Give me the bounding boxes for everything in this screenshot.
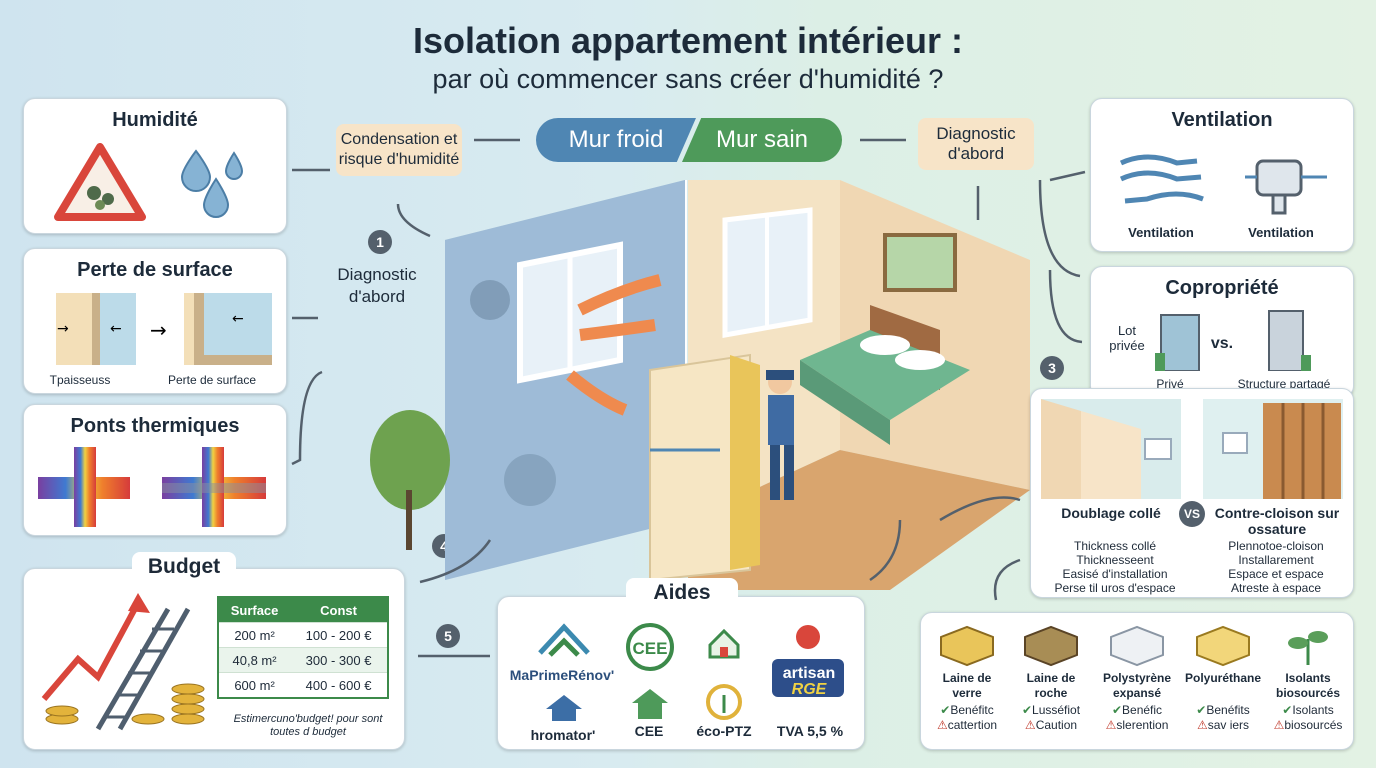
ventilation-title: Ventilation <box>1171 109 1273 131</box>
main-title: Isolation appartement intérieur : <box>412 20 964 61</box>
svg-text:←: ← <box>110 321 122 337</box>
room-illustration <box>370 180 1030 590</box>
ventilation-label-left: Ventilation <box>1128 225 1194 240</box>
list-item: Plennotoe-cloison <box>1228 539 1324 553</box>
material-eps: Polystyrène expansé Benéfic slerention <box>1095 623 1179 733</box>
glass-wool-icon <box>940 625 994 667</box>
leaf-badge-icon <box>706 684 742 720</box>
aid-tva: TVA 5,5 % <box>776 723 844 739</box>
green-house-icon <box>632 689 668 719</box>
step-3: 3 <box>1040 356 1064 380</box>
budget-header-cost: Const <box>290 597 388 623</box>
cee-badge-icon: CEE <box>626 623 674 671</box>
rock-wool-icon <box>1024 625 1078 667</box>
pur-icon <box>1196 625 1250 667</box>
glued-lining-list: Thickness collé Thicknesseent Easisé d'i… <box>1037 539 1193 595</box>
svg-text:CEE: CEE <box>633 639 668 658</box>
material-biosourced: Isolants biosourcés Isolants biosourcés <box>1267 623 1349 733</box>
ventilation-card: Ventilation Ventilation Ventilation <box>1090 98 1354 252</box>
list-item: Atreste à espace <box>1230 581 1322 595</box>
list-item: Thicknesseent <box>1076 553 1154 567</box>
aids-icons: CEE <box>498 597 864 749</box>
svg-text:→: → <box>150 318 167 342</box>
aids-card: CEE MaPrimeRénov' artisan RGE hromator' … <box>497 596 865 750</box>
co-ownership-card: Copropriété Lot privée vs. Privé Structu… <box>1090 266 1354 398</box>
list-item: Easisé d'installation <box>1062 567 1168 581</box>
private-building-icon <box>1155 314 1200 371</box>
budget-note: Estimercuno'budget! pour sont toutes d b… <box>233 713 383 738</box>
growth-ladder-icon <box>41 593 205 731</box>
thermal-bridge-icon <box>38 447 266 527</box>
healthy-wall-pill: Mur sain <box>682 118 842 162</box>
humidity-card: Humidité <box>23 98 287 234</box>
glued-lining-illustration <box>1041 399 1181 499</box>
budget-header-surface: Surface <box>218 597 291 623</box>
budget-title: Budget <box>132 552 236 582</box>
step-1: 1 <box>368 230 392 254</box>
aids-title: Aides <box>626 578 738 608</box>
shared-building-icon <box>1268 310 1311 371</box>
aid-cee: CEE <box>634 723 664 739</box>
material-glass-wool: Laine de verre Benéfitc cattertion <box>927 623 1007 733</box>
house-icon <box>538 623 590 657</box>
frame-partition-list: Plennotoe-cloison Installarement Espace … <box>1201 539 1351 595</box>
list-item: Thickness collé <box>1073 539 1157 553</box>
thermal-bridges-card: Ponts thermiques <box>23 404 287 536</box>
aid-eco-ptz: éco-PTZ <box>696 723 752 739</box>
water-drops-icon <box>180 149 244 218</box>
frame-partition-illustration <box>1203 399 1343 499</box>
vmc-unit-icon <box>1245 159 1327 215</box>
surface-loss-card: Perte de surface → ← → ← Tpaisseuss Pert… <box>23 248 287 394</box>
material-pur: Polyuréthane Benéfits sav iers <box>1183 623 1263 733</box>
thickness-diagram-icon: → ← → ← <box>56 293 272 365</box>
vs-badge: VS <box>1179 501 1205 527</box>
airflow-icon <box>1119 154 1204 204</box>
hand-house-icon <box>708 628 740 659</box>
step-5-left: 5 <box>436 624 460 648</box>
thickness-label: Tpaisseuss <box>49 373 111 387</box>
list-item: Espace et espace <box>1228 567 1324 581</box>
material-rock-wool: Laine de roche Lusséfiot Caution <box>1011 623 1091 733</box>
humidity-title: Humidité <box>112 109 198 131</box>
glued-lining-title: Doublage collé <box>1061 505 1161 521</box>
private-label: Privé <box>1156 377 1184 391</box>
frame-partition-title: Contre-cloison sur ossature <box>1214 505 1340 537</box>
aid-rge: RGE <box>791 681 827 698</box>
materials-card: Laine de verre Benéfitc cattertion Laine… <box>920 612 1354 750</box>
svg-text:←: ← <box>232 311 244 327</box>
aid-maprimerenov: MaPrimeRénov' <box>509 667 615 683</box>
list-item: Perse til uros d'espace <box>1054 581 1176 595</box>
condensation-tag: Condensation et risque d'humidité <box>336 124 462 176</box>
ventilation-label-right: Ventilation <box>1248 225 1314 240</box>
diagnostic-label: Diagnostic d'abord <box>337 265 417 306</box>
eps-icon <box>1110 625 1164 667</box>
svg-text:→: → <box>57 321 69 337</box>
aid-rge-artisan: artisan <box>782 665 836 682</box>
diagnostic-tag: Diagnostic d'abord <box>918 118 1034 170</box>
surface-loss-title: Perte de surface <box>77 259 233 281</box>
cold-wall-pill: Mur froid <box>536 118 696 162</box>
subtitle: par où commencer sans créer d'humidité ? <box>432 64 944 94</box>
rge-badge-icon <box>772 625 844 697</box>
lot-privee-label: Lot privée <box>1109 323 1145 353</box>
warning-triangle-icon <box>54 143 146 221</box>
list-item: Installarement <box>1238 553 1314 567</box>
thermal-bridges-title: Ponts thermiques <box>70 415 240 437</box>
plant-icon <box>1288 631 1328 665</box>
shared-label: Structure partagé <box>1237 377 1331 391</box>
blue-house-icon <box>546 695 582 721</box>
aid-hromator: hromator' <box>530 727 596 743</box>
surface-loss-label: Perte de surface <box>167 373 257 387</box>
comparison-card: Doublage collé VS Contre-cloison sur oss… <box>1030 388 1354 598</box>
co-ownership-title: Copropriété <box>1165 277 1279 299</box>
versus-label: vs. <box>1210 335 1234 352</box>
